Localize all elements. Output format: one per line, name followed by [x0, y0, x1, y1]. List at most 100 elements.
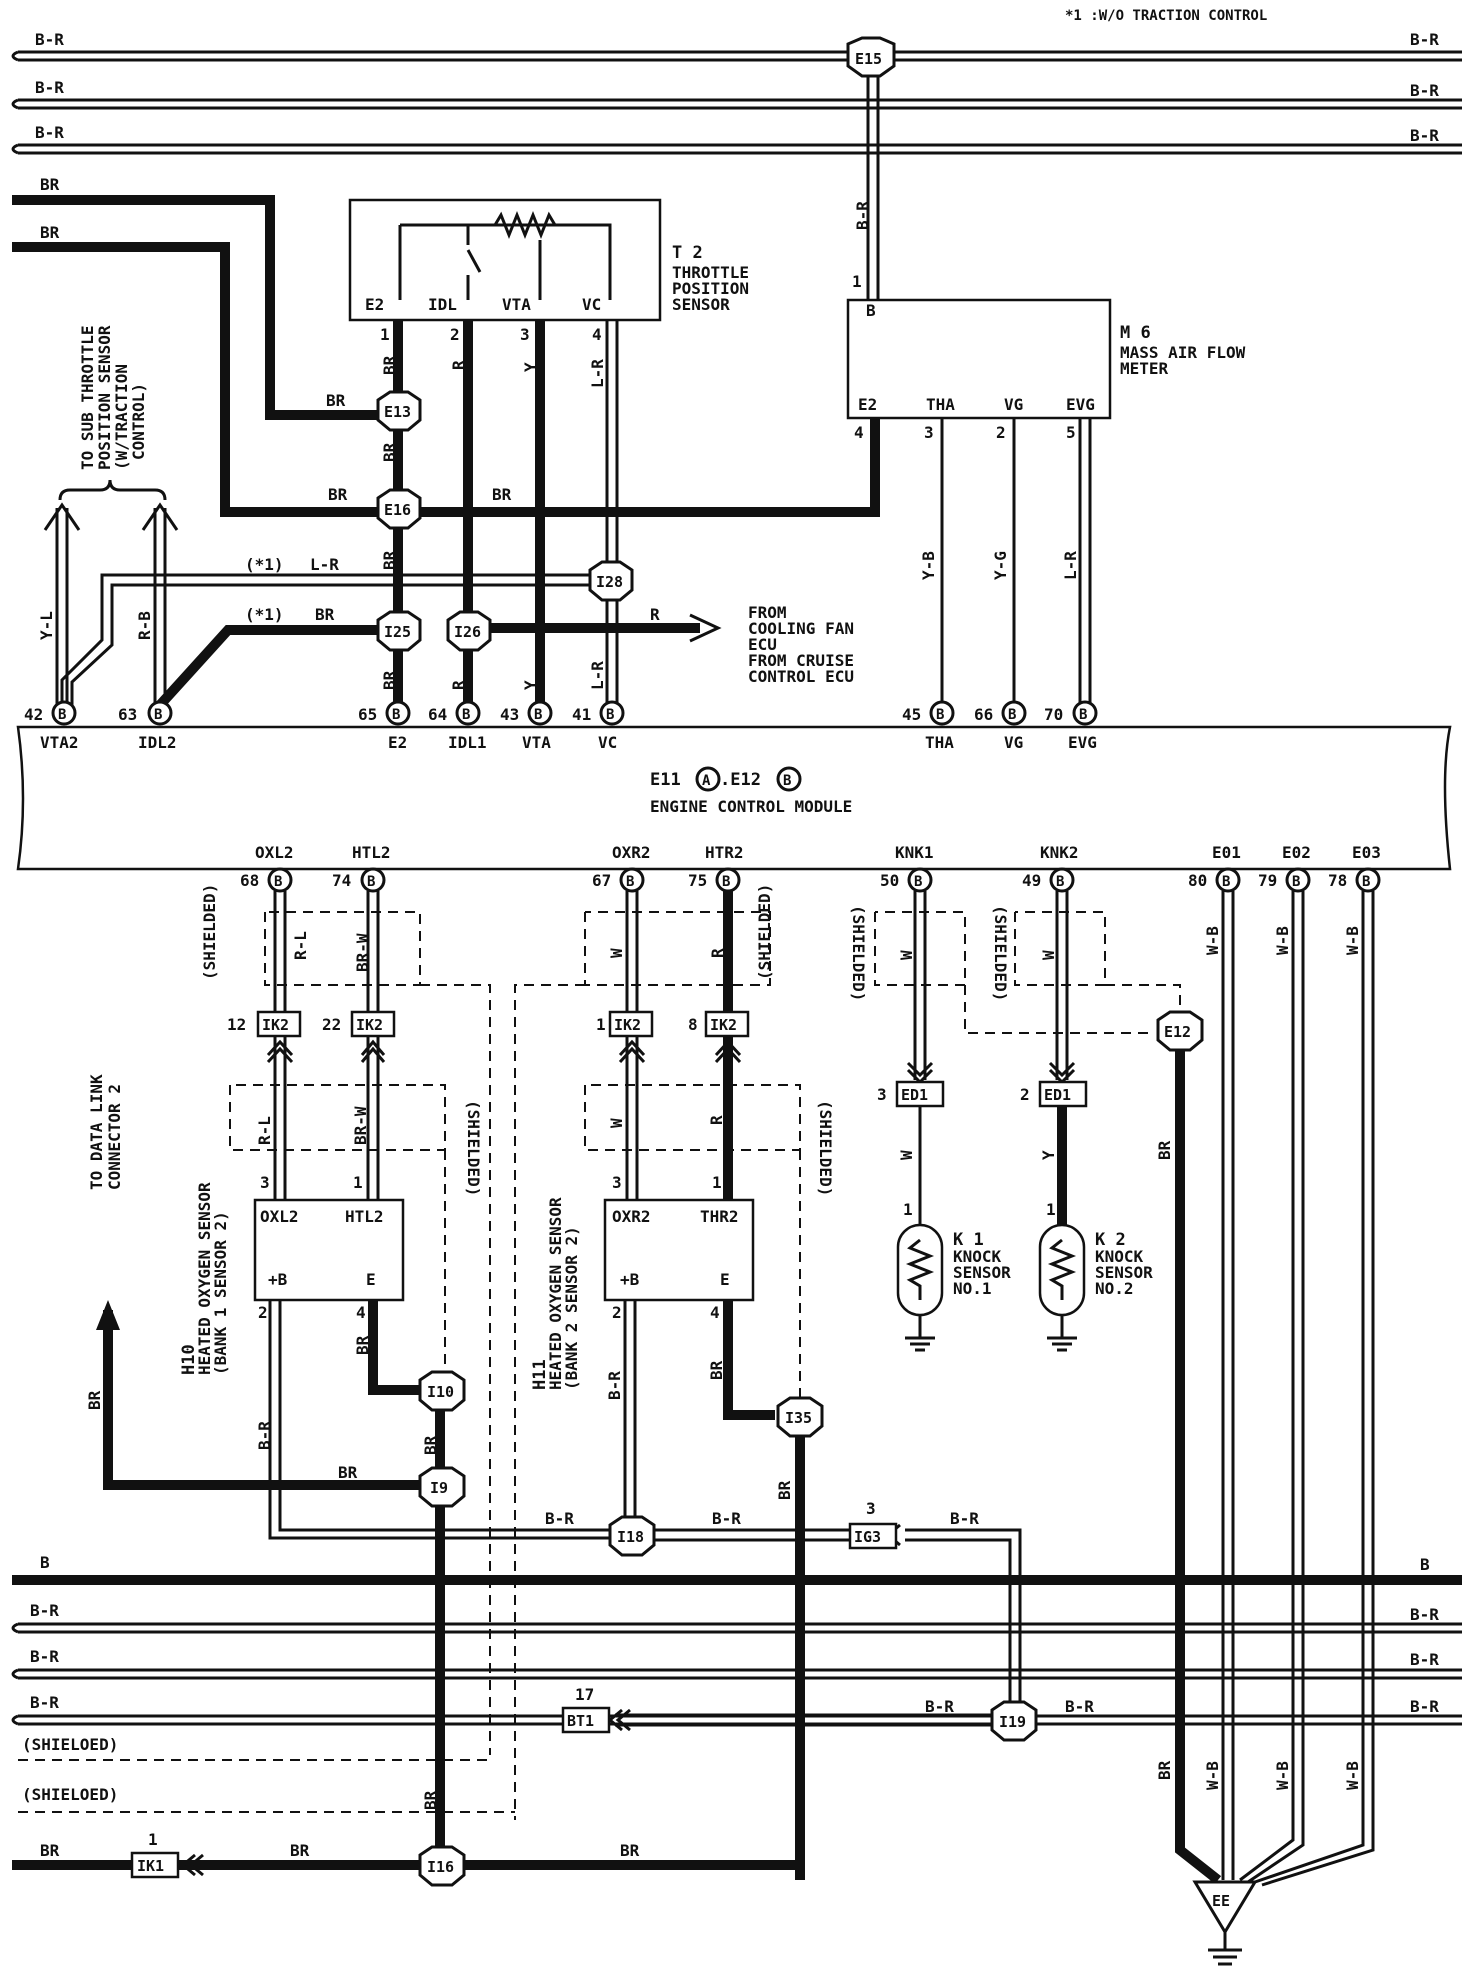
- wire-label-t2-br: BR: [380, 355, 399, 375]
- svg-text:42: 42: [24, 705, 43, 724]
- svg-text:(BANK 2 SENSOR 2): (BANK 2 SENSOR 2): [562, 1226, 581, 1390]
- bus-label-b: B: [40, 1553, 50, 1572]
- svg-text:68: 68: [240, 871, 259, 890]
- wire-label-br-top2: BR: [40, 223, 60, 242]
- svg-text:IDL2: IDL2: [138, 733, 177, 752]
- heated-oxygen-sensor-h11: OXR2 THR2 +B E H11 HEATED OXYGEN SENSOR …: [530, 1197, 755, 1390]
- shield-label-bus-1: (SHIELOED): [22, 1735, 118, 1754]
- splice-i35: I35: [776, 1396, 824, 1438]
- connector-ik1: 1 IK1: [130, 1830, 180, 1879]
- svg-text:E03: E03: [1352, 843, 1381, 862]
- wire-label-r-l: R-L: [291, 931, 310, 960]
- dlc-label-2: CONNECTOR 2: [105, 1084, 124, 1190]
- t2-pin2-num: 2: [450, 325, 460, 344]
- wire-label-i9-br: BR: [338, 1463, 358, 1482]
- wire-label-t2-br4: BR: [380, 670, 399, 690]
- svg-text:E: E: [366, 1270, 376, 1289]
- svg-text:B: B: [274, 874, 282, 890]
- svg-text:I25: I25: [384, 623, 411, 641]
- svg-text:70: 70: [1044, 705, 1063, 724]
- svg-text:HTL2: HTL2: [352, 843, 391, 862]
- sub-throttle-label-1: TO SUB THROTTLE: [78, 326, 97, 471]
- svg-text:1: 1: [148, 1830, 158, 1849]
- svg-text:49: 49: [1022, 871, 1041, 890]
- svg-text:VTA2: VTA2: [40, 733, 79, 752]
- splice-i19: I19: [990, 1700, 1038, 1742]
- wire-label-t2-l-r: L-R: [588, 359, 607, 388]
- shield-label-1: (SHIELDED): [200, 884, 219, 980]
- svg-text:NO.2: NO.2: [1095, 1279, 1134, 1298]
- connector-bt1: 17 BT1: [561, 1685, 611, 1734]
- k1-pin1: 1: [903, 1200, 913, 1219]
- wire-label-i19-b-r: B-R: [1065, 1697, 1094, 1716]
- svg-text:B: B: [1056, 874, 1064, 890]
- svg-text:B: B: [722, 874, 730, 890]
- connector-ik2-12: 12 IK2: [227, 1010, 302, 1038]
- wire-label-e13-br: BR: [326, 391, 346, 410]
- svg-text:B: B: [534, 707, 542, 723]
- wire-label-star1-l-r: L-R: [310, 555, 339, 574]
- h10-pin4: 4: [356, 1303, 366, 1322]
- svg-text:IG3: IG3: [854, 1528, 881, 1546]
- wire-label-y-g: Y-G: [991, 551, 1010, 580]
- connector-ik2-1: 1 IK2: [596, 1010, 654, 1038]
- svg-text:B: B: [1222, 874, 1230, 890]
- shield-label-4: (SHIELDED): [816, 1100, 835, 1196]
- m6-pin5-num: 5: [1066, 423, 1076, 442]
- svg-text:B: B: [392, 707, 400, 723]
- m6-pin-e2: E2: [858, 395, 877, 414]
- svg-text:EE: EE: [1212, 1892, 1230, 1910]
- svg-text:HEATED OXYGEN SENSOR: HEATED OXYGEN SENSOR: [195, 1182, 214, 1375]
- sub-throttle-label-3: (W/TRACTION: [112, 364, 131, 470]
- connector-ik2-8: 8 IK2: [688, 1010, 750, 1038]
- wire-label-l-r: L-R: [1061, 551, 1080, 580]
- wire-label-i18-b-r1: B-R: [545, 1509, 574, 1528]
- svg-text:K 2: K 2: [1095, 1230, 1126, 1250]
- svg-text:79: 79: [1258, 871, 1277, 890]
- t2-label-1: THROTTLE: [672, 263, 749, 282]
- svg-text:KNOCK: KNOCK: [1095, 1247, 1144, 1266]
- connector-ed1-2: 2 ED1: [1020, 1080, 1088, 1108]
- m6-pin-tha: THA: [926, 395, 955, 414]
- svg-text:66: 66: [974, 705, 993, 724]
- svg-text:H11: H11: [530, 1359, 550, 1390]
- bus-label-b-r-1: B-R: [35, 30, 64, 49]
- ecm-conn-b: B: [783, 773, 791, 789]
- wire-label-e12-br: BR: [1155, 1140, 1174, 1160]
- svg-text:IK2: IK2: [614, 1016, 641, 1034]
- svg-text:I10: I10: [427, 1383, 454, 1401]
- splice-i18: I18: [608, 1515, 656, 1557]
- m6-pin-vg: VG: [1004, 395, 1023, 414]
- svg-text:I9: I9: [430, 1479, 448, 1497]
- svg-text:74: 74: [332, 871, 351, 890]
- bus-label-b-r: B: [1420, 1555, 1430, 1574]
- wire-label-r: R: [708, 948, 727, 958]
- svg-text:VTA: VTA: [522, 733, 551, 752]
- splice-e15: E15: [846, 36, 896, 78]
- svg-text:E01: E01: [1212, 843, 1241, 862]
- svg-text:B: B: [914, 874, 922, 890]
- dlc-label-1: TO DATA LINK: [87, 1074, 106, 1190]
- ecm-bottom-pin-htr2: HTR2 75 B: [688, 843, 744, 893]
- svg-text:E02: E02: [1282, 843, 1311, 862]
- wire-label-i16-br: BR: [421, 1790, 440, 1810]
- splice-i25: I25: [376, 610, 422, 652]
- wire-label-w: W: [607, 948, 626, 958]
- m6-pin3-num: 3: [924, 423, 934, 442]
- wire-label-y-b: Y-B: [919, 551, 938, 580]
- wire-label-h10-br: BR: [353, 1335, 372, 1355]
- h10-pin3: 3: [260, 1173, 270, 1192]
- knock-sensor-k2: K 2 KNOCK SENSOR NO.2: [1038, 1223, 1153, 1352]
- wire-label-ee-br: BR: [1155, 1760, 1174, 1780]
- splice-e13: E13: [376, 390, 422, 432]
- t2-pin4-num: 4: [592, 325, 602, 344]
- splice-i16: I16: [418, 1845, 466, 1887]
- svg-text:+B: +B: [268, 1270, 288, 1289]
- svg-text:B: B: [462, 707, 470, 723]
- svg-text:NO.1: NO.1: [953, 1279, 992, 1298]
- wire-label-ed1-w: W: [897, 1150, 916, 1160]
- m6-label-2: METER: [1120, 359, 1169, 378]
- wire-label-i35-br: BR: [775, 1480, 794, 1500]
- ecm-top-pin-vta: 43 B VTA: [500, 700, 553, 752]
- svg-text:80: 80: [1188, 871, 1207, 890]
